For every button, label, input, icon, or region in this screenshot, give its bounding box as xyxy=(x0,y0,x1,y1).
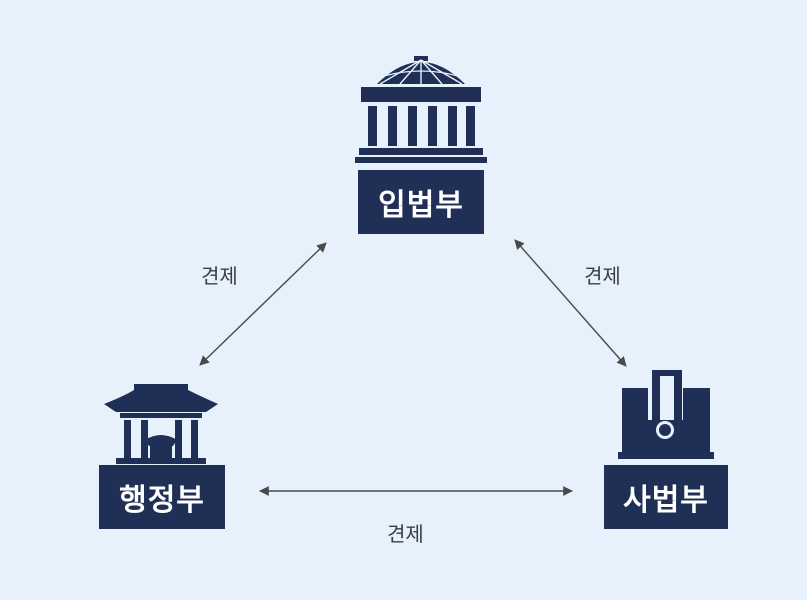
edge-label-bottom: 견제 xyxy=(387,522,424,546)
court-building-icon xyxy=(618,370,714,459)
edge-label-left: 견제 xyxy=(201,264,238,288)
judicial-label-box: 사법부 xyxy=(604,465,728,529)
legislative-label: 입법부 xyxy=(378,188,464,223)
edge-label-right: 견제 xyxy=(584,264,621,288)
legislative-label-box: 입법부 xyxy=(358,170,484,234)
judicial-label: 사법부 xyxy=(623,483,709,518)
traditional-palace-icon xyxy=(104,384,218,464)
executive-label: 행정부 xyxy=(119,483,205,518)
executive-label-box: 행정부 xyxy=(99,465,225,529)
capitol-dome-icon xyxy=(355,56,487,163)
arrow-legislative-executive xyxy=(199,242,327,366)
arrow-legislative-judicial xyxy=(514,239,627,367)
